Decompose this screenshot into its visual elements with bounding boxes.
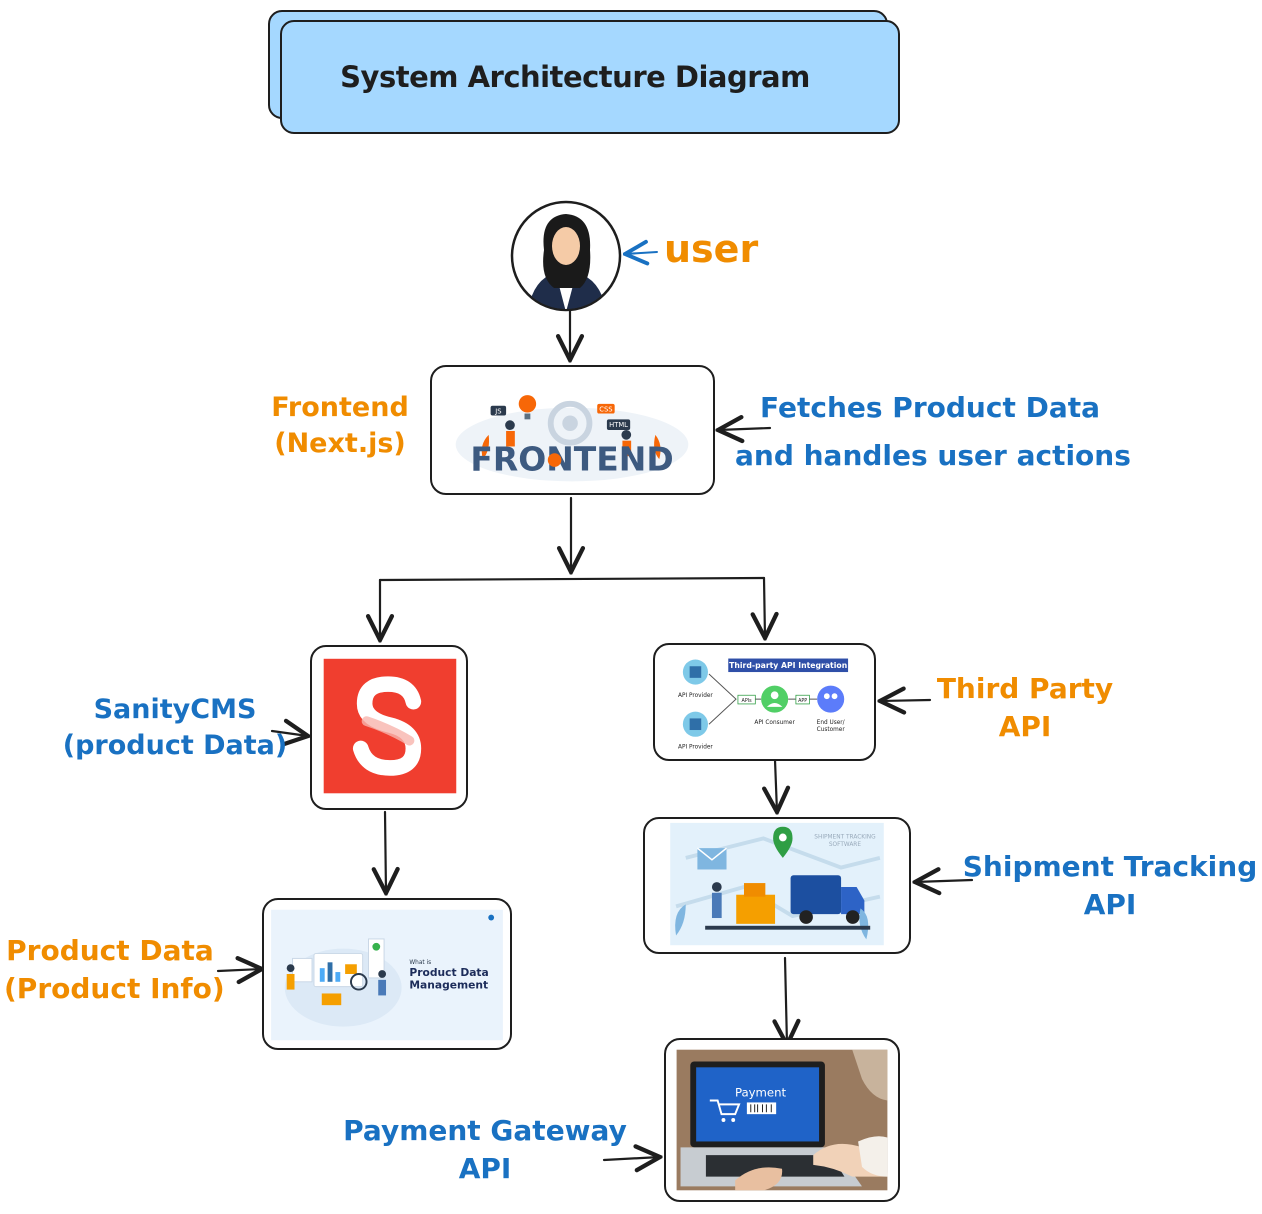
arrow-productlabel-to-product [216,969,262,971]
arrow-fetch-to-frontend [718,428,772,430]
arrow-shipment-to-payment [785,956,787,1045]
svg-text:SHIPMENT TRACKING: SHIPMENT TRACKING [814,834,876,840]
frontend-illustration: JS CSS HTML FRONTEND [455,395,689,482]
arrow-userlabel-to-user [625,252,658,254]
product-label-line2: (Product Info) [4,971,225,1005]
arrow-shipmentlabel-to-shipment [915,880,974,882]
sanity-label-line1: SanityCMS [93,694,257,725]
thirdparty-label-line2: API [998,709,1052,743]
fetch-label-line2: and handles user actions [735,438,1131,472]
frontend-word: FRONTEND [470,440,673,479]
css-tag [597,403,615,414]
shipment-label: Shipment Tracking API [960,848,1260,924]
frontend-label-line2: (Next.js) [274,428,406,460]
svg-text:CSS: CSS [599,406,612,414]
shipment-label-line2: API [1083,887,1137,921]
product-label: Product Data (Product Info) [4,932,225,1008]
thirdparty-label-line1: Third Party [936,672,1114,705]
product-label-line1: Product Data [6,934,214,967]
frontend-label-line1: Frontend [271,392,409,423]
svg-text:API Consumer: API Consumer [754,720,795,726]
svg-text:Customer: Customer [817,727,846,733]
payment-label: Payment Gateway API [340,1112,630,1188]
payment-label-line2: API [458,1151,512,1185]
frontend-label: Frontend (Next.js) [255,390,425,463]
shipment-node: SHIPMENT TRACKING SOFTWARE [643,817,911,954]
arrow-sanity-to-product [385,810,386,893]
svg-text:HTML: HTML [609,421,628,429]
fetch-label-line1: Fetches Product Data [760,391,1100,424]
js-tag [490,405,507,416]
product-illustration: What is Product Data Management [271,909,503,1041]
product-node: What is Product Data Management [262,898,512,1050]
shipment-label-line1: Shipment Tracking [962,850,1258,883]
svg-text:SOFTWARE: SOFTWARE [829,842,862,848]
arrow-thirdparty-to-shipment [775,758,777,812]
svg-text:APP: APP [798,698,807,704]
payment-label-line1: Payment Gateway [343,1114,627,1147]
shipment-illustration: SHIPMENT TRACKING SOFTWARE [670,822,884,946]
svg-text:Payment: Payment [735,1086,787,1100]
html-tag [606,419,631,430]
svg-text:Product Data: Product Data [409,966,488,979]
thirdparty-node: Third-party API Integration API Provider… [653,643,876,761]
user-label: user [664,227,759,271]
arrow-paymentlabel-to-payment [602,1157,660,1160]
diagram-title: System Architecture Diagram [340,60,810,94]
svg-text:Management: Management [409,979,488,992]
payment-illustration: Payment [676,1049,888,1191]
payment-node: Payment [664,1038,900,1202]
sanity-label: SanityCMS (product Data) [60,692,290,765]
frontend-node: JS CSS HTML FRONTEND [430,365,715,495]
arrow-split-to-thirdparty [764,576,765,638]
svg-text:API Provider: API Provider [678,693,713,699]
sanity-label-line2: (product Data) [62,730,288,762]
fetch-label: Fetches Product Data and handles user ac… [735,384,1131,479]
sanity-logo-icon [323,658,457,794]
sanity-node [310,645,468,810]
thirdparty-label: Third Party API [930,670,1120,746]
arrow-sanitylabel-to-sanity [270,731,308,736]
svg-text:End User/: End User/ [817,720,845,726]
svg-text:API Provider: API Provider [678,744,713,750]
svg-text:JS: JS [494,408,501,416]
svg-text:What is: What is [409,960,431,966]
arrow-thirdlabel-to-thirdparty [880,700,932,701]
svg-text:APIs: APIs [742,698,753,704]
user-avatar [510,200,622,312]
line-split [378,576,766,582]
svg-text:Third-party API Integration: Third-party API Integration [729,661,847,670]
thirdparty-illustration: Third-party API Integration API Provider… [678,658,849,750]
title-box: System Architecture Diagram [280,20,900,134]
